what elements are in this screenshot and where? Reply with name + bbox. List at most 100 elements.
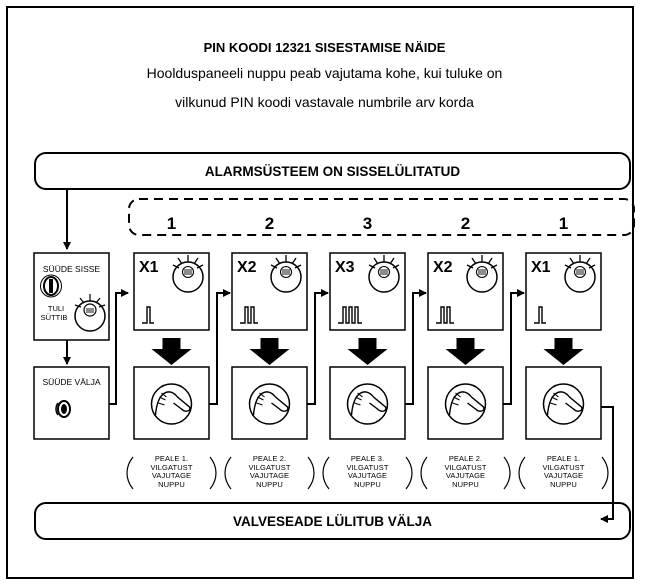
bulb-filament-5 (573, 265, 587, 279)
light-label-2: SÜTTIB (40, 313, 68, 322)
press-caption-line: PEALE 2. (252, 454, 287, 463)
press-caption-line: NUPPU (452, 479, 479, 489)
press-button-2 (248, 383, 291, 425)
arrow-to-step-1 (109, 289, 129, 405)
press-button-3 (346, 383, 389, 425)
down-arrow-5 (543, 338, 584, 365)
pulse-train-2 (240, 306, 258, 324)
bulb-grid-5 (576, 269, 584, 275)
press-caption-line: NUPPU (354, 479, 381, 489)
bulb-grid-2 (282, 269, 290, 275)
blink-count-5: X1 (531, 259, 551, 276)
page-title: PIN KOODI 12321 SISESTAMISE NÄIDE (203, 40, 446, 55)
ignition-off-label: SÜÜDE VÄLJA (42, 377, 101, 387)
bulb-filament-1 (181, 265, 195, 279)
pin-digit-3: 3 (362, 214, 373, 233)
light-label-1: TULI (47, 304, 65, 313)
blink-count-2: X2 (237, 259, 257, 276)
top-banner: ALARMSÜSTEEM ON SISSELÜLITATUD (34, 152, 631, 190)
hand-lines-2 (256, 392, 265, 406)
paren-left-1 (126, 456, 134, 490)
pin-digit-5: 1 (558, 214, 569, 233)
paren-left-3 (322, 456, 330, 490)
subtitle-line-2: vilkunud PIN koodi vastavale numbrile ar… (175, 94, 474, 110)
hand-lines-5 (550, 392, 559, 406)
hand-lines-1 (158, 392, 167, 406)
press-caption-line: VILGATUST (150, 462, 193, 472)
hand-lines-3 (354, 392, 363, 406)
bulb-rays-2 (270, 255, 302, 269)
paren-left-4 (420, 456, 428, 490)
blink-count-3: X3 (335, 259, 355, 276)
press-caption-line: PEALE 1. (546, 454, 581, 463)
pulse-train-1 (142, 306, 154, 324)
bulb-rays-5 (564, 255, 596, 269)
pulse-train-4 (436, 306, 454, 324)
connector-arrow-3 (405, 289, 427, 405)
press-caption-line: VAJUTAGE (445, 471, 486, 480)
press-caption-line: PEALE 2. (448, 454, 483, 463)
press-caption-line: NUPPU (158, 479, 185, 489)
bulb-grid-1 (184, 269, 192, 275)
bulb-filament-2 (279, 265, 293, 279)
blink-count-1: X1 (139, 259, 159, 276)
press-caption-line: VAJUTAGE (543, 471, 584, 480)
press-caption-line: VAJUTAGE (151, 471, 192, 480)
press-caption-line: VILGATUST (248, 462, 291, 472)
bulb-grid-4 (478, 269, 486, 275)
press-box-4 (427, 366, 504, 440)
ignition-key-icon (40, 274, 62, 298)
ignition-on-label: SÜÜDE SISSE (42, 264, 101, 274)
press-button-4 (444, 383, 487, 425)
press-caption-line: PEALE 1. (154, 454, 189, 463)
down-arrow-3 (347, 338, 388, 365)
connector-arrow-4 (503, 289, 525, 405)
ignition-off-box (33, 366, 110, 440)
ignition-key-off-icon (55, 400, 71, 418)
press-button-1 (150, 383, 193, 425)
pin-digit-4: 2 (460, 214, 471, 233)
blink-count-4: X2 (433, 259, 453, 276)
paren-right-4 (503, 456, 511, 490)
press-caption-line: NUPPU (550, 479, 577, 489)
connector-arrow-1 (209, 289, 231, 405)
press-caption-line: PEALE 3. (350, 454, 385, 463)
paren-right-3 (405, 456, 413, 490)
bulb-rays-3 (368, 255, 400, 269)
subtitle-line-1: Hoolduspaneeli nuppu peab vajutama kohe,… (146, 65, 503, 81)
paren-right-5 (601, 456, 609, 490)
down-arrow-4 (445, 338, 486, 365)
press-button-5 (542, 383, 585, 425)
paren-left-5 (518, 456, 526, 490)
press-caption-line: VILGATUST (542, 462, 585, 472)
hand-lines-4 (452, 392, 461, 406)
paren-right-2 (307, 456, 315, 490)
bulb-rays-1 (172, 255, 204, 269)
pin-digit-2: 2 (264, 214, 275, 233)
pulse-train-5 (534, 306, 546, 324)
service-button-icon (74, 294, 106, 332)
paren-left-2 (224, 456, 232, 490)
press-caption-line: NUPPU (256, 479, 283, 489)
bulb-filament-3 (377, 265, 391, 279)
digit-band (128, 198, 635, 236)
outer-frame (6, 6, 634, 579)
paren-right-1 (209, 456, 217, 490)
down-arrow-2 (249, 338, 290, 365)
pulse-train-3 (338, 306, 362, 324)
bulb-rays-4 (466, 255, 498, 269)
arrow-to-bottom-banner (599, 406, 614, 523)
press-caption-line: VAJUTAGE (249, 471, 290, 480)
press-caption-line: VAJUTAGE (347, 471, 388, 480)
down-arrow-1 (151, 338, 192, 365)
bulb-grid-3 (380, 269, 388, 275)
bottom-banner: VALVESEADE LÜLITUB VÄLJA (34, 502, 631, 540)
pin-digit-1: 1 (166, 214, 177, 233)
